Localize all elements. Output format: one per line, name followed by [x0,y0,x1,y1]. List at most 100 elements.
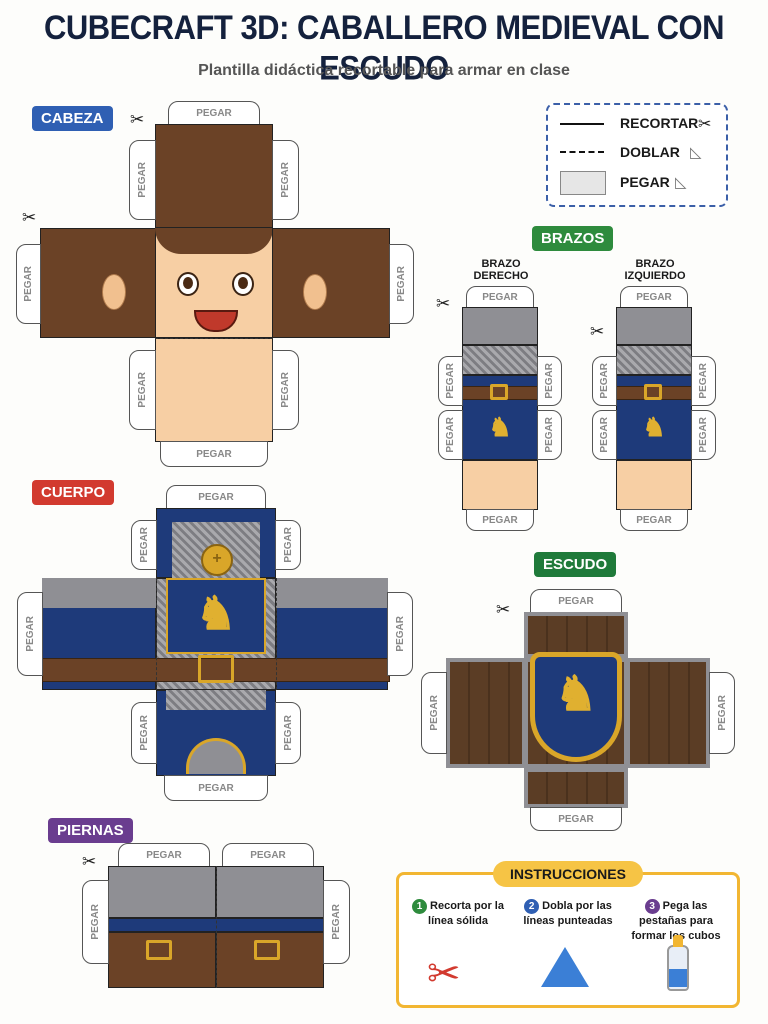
glue-tab: PEGAR [272,350,299,430]
glue-tab: PEGAR [118,843,210,867]
fold-line-sample [560,151,604,153]
glue-tab: PEGAR [222,843,314,867]
fold-line [216,866,217,988]
scissors-icon: ✂ [698,116,712,133]
body-tabard [166,578,266,654]
glue-tab: PEGAR [709,672,735,754]
body-right-steel [276,578,388,608]
page-subtitle: Plantilla didáctica recortable para arma… [198,62,570,79]
legend-glue-label: PEGAR [620,174,670,190]
glue-tab: PEGAR [17,592,43,676]
glue-tab: PEGAR [620,509,688,531]
lion-icon: ♞ [642,412,666,442]
cross-emblem-icon: + [201,544,233,576]
arm-shoulder-face [462,307,538,345]
lion-icon: ♞ [195,587,237,639]
glue-tab: PEGAR [592,356,617,406]
body-left-steel [42,578,156,608]
fold-line [156,578,157,690]
glue-tab: PEGAR [164,775,268,801]
glue-tab: PEGAR [530,589,622,613]
head-right-face [272,228,390,338]
scissors-icon: ✂ [590,322,605,341]
scissors-icon: ✂ [436,294,451,313]
arm-left-label: BRAZO IZQUIERDO [624,258,686,282]
arm-buckle [644,384,662,400]
section-label-piernas: PIERNAS [48,818,133,843]
glue-tab: PEGAR [691,410,716,460]
glue-tab: PEGAR [275,702,301,764]
legend-cut-label: RECORTAR [620,115,699,131]
set-square-icon: ◺ [675,174,687,191]
scissors-icon: ✂ [427,952,461,996]
lion-icon: ♞ [488,412,512,442]
step-number: 1 [412,899,428,914]
legend-box: RECORTAR ✂ DOBLAR ◺ PEGAR ◺ [546,103,728,207]
cut-line-sample [560,123,604,125]
shield-left-face [446,658,526,768]
arm-shoulder-face [616,307,692,345]
boot-buckle [254,940,280,960]
eye [232,272,254,296]
leg-left-steel [108,866,216,918]
heraldic-shield [530,652,622,762]
glue-tab: PEGAR [387,592,413,676]
fold-line [276,578,277,690]
page-title: CUBECRAFT 3D: CABALLERO MEDIEVAL CON ESC… [43,7,725,88]
hair-fringe [155,228,273,254]
head-left-face [40,228,156,338]
glue-tab: PEGAR [466,509,534,531]
glue-tab: PEGAR [160,441,268,467]
arm-right-label: BRAZO DERECHO [473,258,529,282]
glue-tab: PEGAR [131,520,157,570]
head-top-face [155,124,273,228]
body-bottom-chainmail [166,690,266,710]
step-number: 3 [644,899,660,914]
glue-bottle-icon [667,945,689,991]
step-number: 2 [524,899,540,914]
glue-tab: PEGAR [438,410,463,460]
glue-tab: PEGAR [275,520,301,570]
glue-tab: PEGAR [168,101,260,125]
glue-tab: PEGAR [620,286,688,308]
leg-right-steel [216,866,324,918]
glue-tab: PEGAR [323,880,350,964]
glue-tab: PEGAR [166,485,266,509]
arm-chainmail-face [462,345,538,375]
set-square-icon [541,947,589,987]
body-buckle [198,655,234,683]
section-label-cabeza: CABEZA [32,106,113,131]
boot-buckle [146,940,172,960]
section-label-escudo: ESCUDO [534,552,617,577]
arm-hand-face [462,460,538,510]
glue-tab: PEGAR [530,807,622,831]
glue-tab: PEGAR [16,244,41,324]
glue-tab: PEGAR [129,350,156,430]
scissors-icon: ✂ [496,600,511,619]
section-label-cuerpo: CUERPO [32,480,115,505]
glue-sample [560,171,606,195]
glue-tab: PEGAR [466,286,534,308]
arm-buckle [490,384,508,400]
scissors-icon: ✂ [82,852,97,871]
glue-tab: PEGAR [272,140,299,220]
step-text: Dobla por las líneas punteadas [523,900,613,927]
head-bottom-face [155,338,273,442]
shield-right-face [626,658,710,768]
eye [177,272,199,296]
lion-icon: ♞ [554,668,598,721]
legend-fold-label: DOBLAR [620,144,680,160]
fold-line [155,338,273,339]
glue-tab: PEGAR [592,410,617,460]
ear [303,274,327,310]
glue-tab: PEGAR [537,410,562,460]
step-text: Recorta por la línea sólida [428,900,504,927]
shield-bottom-face [524,768,628,808]
glue-tab: PEGAR [129,140,156,220]
glue-tab: PEGAR [421,672,447,754]
instructions-title: INSTRUCCIONES [493,861,643,887]
